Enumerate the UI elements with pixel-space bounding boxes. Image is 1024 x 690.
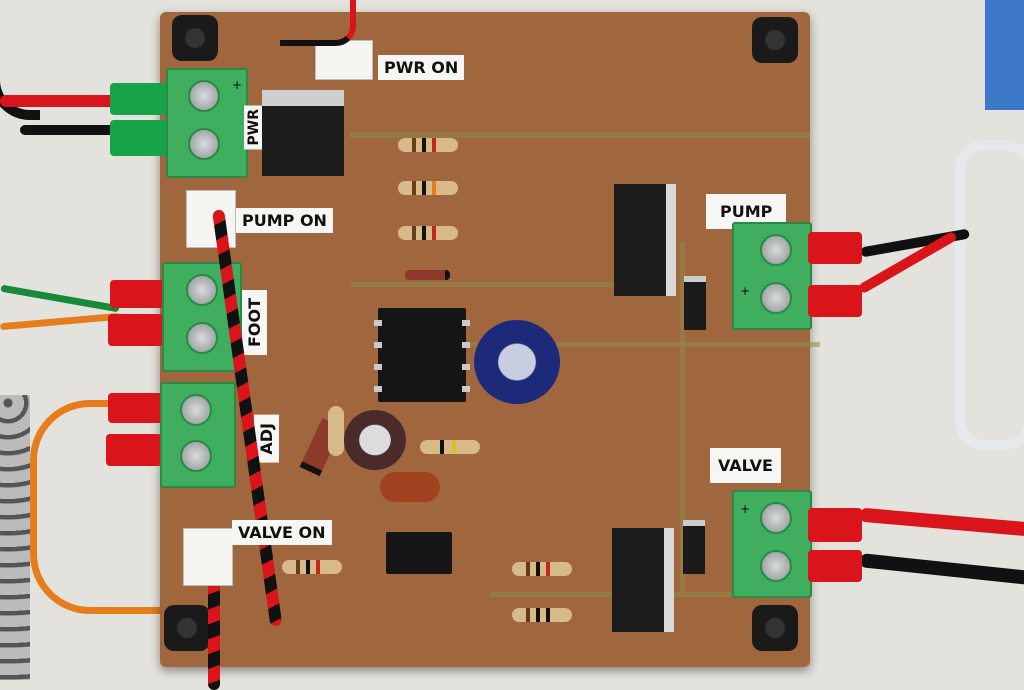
orange-wire-foot (0, 312, 121, 331)
standoff-bottom-left (164, 605, 210, 651)
black-wire-top-left (0, 0, 40, 120)
voltage-regulator (262, 90, 344, 176)
foot-terminal-block (162, 262, 242, 372)
resistor-vertical (328, 406, 344, 456)
diode-pump (684, 276, 706, 330)
diode-valve (683, 520, 705, 574)
resistor (402, 440, 498, 454)
label-pwr: PWR (244, 105, 264, 150)
label-pwr-on: PWR ON (378, 55, 465, 80)
black-wire-pwr (20, 125, 120, 135)
valve-plug-1 (808, 508, 862, 542)
valve-terminal-block: + (732, 490, 812, 598)
pwr-plug-positive (110, 83, 168, 115)
black-wire-valve (859, 553, 1024, 585)
label-pump-on: PUMP ON (236, 208, 333, 233)
pwr-on-connector (315, 40, 373, 80)
pump-on-connector (186, 190, 236, 248)
pump-terminal-block: + (732, 222, 812, 330)
label-valve: VALVE (710, 448, 781, 483)
red-wire-valve (859, 507, 1024, 537)
label-valve-on: VALVE ON (232, 520, 332, 545)
pwr-on-wires (280, 0, 356, 46)
optocoupler (386, 532, 452, 574)
foot-plug-2 (108, 314, 164, 346)
electrolytic-capacitor-small (344, 410, 406, 470)
blue-fitting (985, 0, 1024, 110)
resistor (494, 608, 590, 622)
mosfet-pump (614, 184, 676, 296)
plus-marking: + (740, 284, 751, 298)
pwr-plug-negative (110, 120, 168, 156)
film-capacitor (380, 472, 440, 502)
resistor (380, 181, 476, 195)
valve-plug-2 (808, 550, 862, 582)
orange-wire-adj (30, 400, 167, 614)
foot-plug-1 (110, 280, 166, 308)
resistor (494, 562, 590, 576)
standoff-bottom-right (752, 605, 798, 651)
perforated-panel (0, 395, 30, 680)
electrolytic-capacitor-large (474, 320, 560, 404)
resistor (380, 138, 476, 152)
red-wire-pwr (0, 95, 120, 107)
adj-terminal-block (160, 382, 236, 488)
valve-on-connector (183, 528, 233, 586)
tubing (955, 140, 1024, 450)
resistor (264, 560, 360, 574)
pwr-terminal-block: + (166, 68, 248, 178)
label-foot: FOOT (242, 290, 267, 356)
adj-plug-2 (106, 434, 162, 466)
pump-plug-2 (808, 285, 862, 317)
adj-plug-1 (108, 393, 164, 423)
plus-marking: + (231, 78, 242, 92)
ic-dip8 (374, 308, 470, 402)
mosfet-valve (612, 528, 674, 632)
standoff-top-left (172, 15, 218, 61)
plus-marking: + (740, 502, 751, 516)
diode (405, 270, 450, 280)
green-wire-foot (0, 284, 120, 313)
pump-plug-1 (808, 232, 862, 264)
standoff-top-right (752, 17, 798, 63)
resistor (380, 226, 476, 240)
